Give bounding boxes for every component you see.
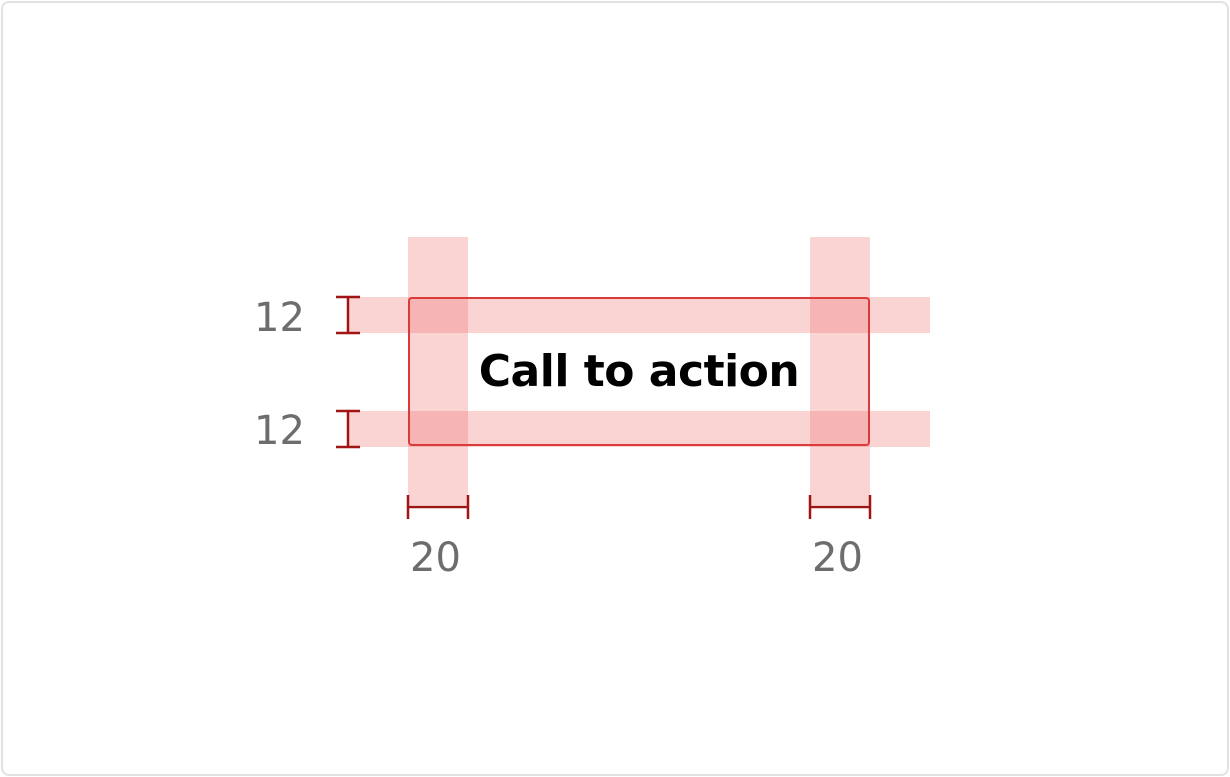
padding-band-bottom (348, 411, 930, 447)
measure-label-left: 20 (410, 535, 461, 581)
call-to-action-button: Call to action (478, 346, 800, 397)
padding-band-right (810, 237, 870, 505)
padding-band-left (408, 237, 468, 505)
measure-bracket-bottom (336, 409, 360, 449)
measure-label-top: 12 (254, 295, 305, 341)
call-to-action-button-outline (408, 297, 870, 446)
measure-bracket-right (808, 495, 872, 519)
measure-bracket-left (406, 495, 470, 519)
measure-bracket-top (336, 295, 360, 335)
measure-label-right: 20 (812, 535, 863, 581)
measure-label-bottom: 12 (254, 408, 305, 454)
padding-band-top (348, 297, 930, 333)
